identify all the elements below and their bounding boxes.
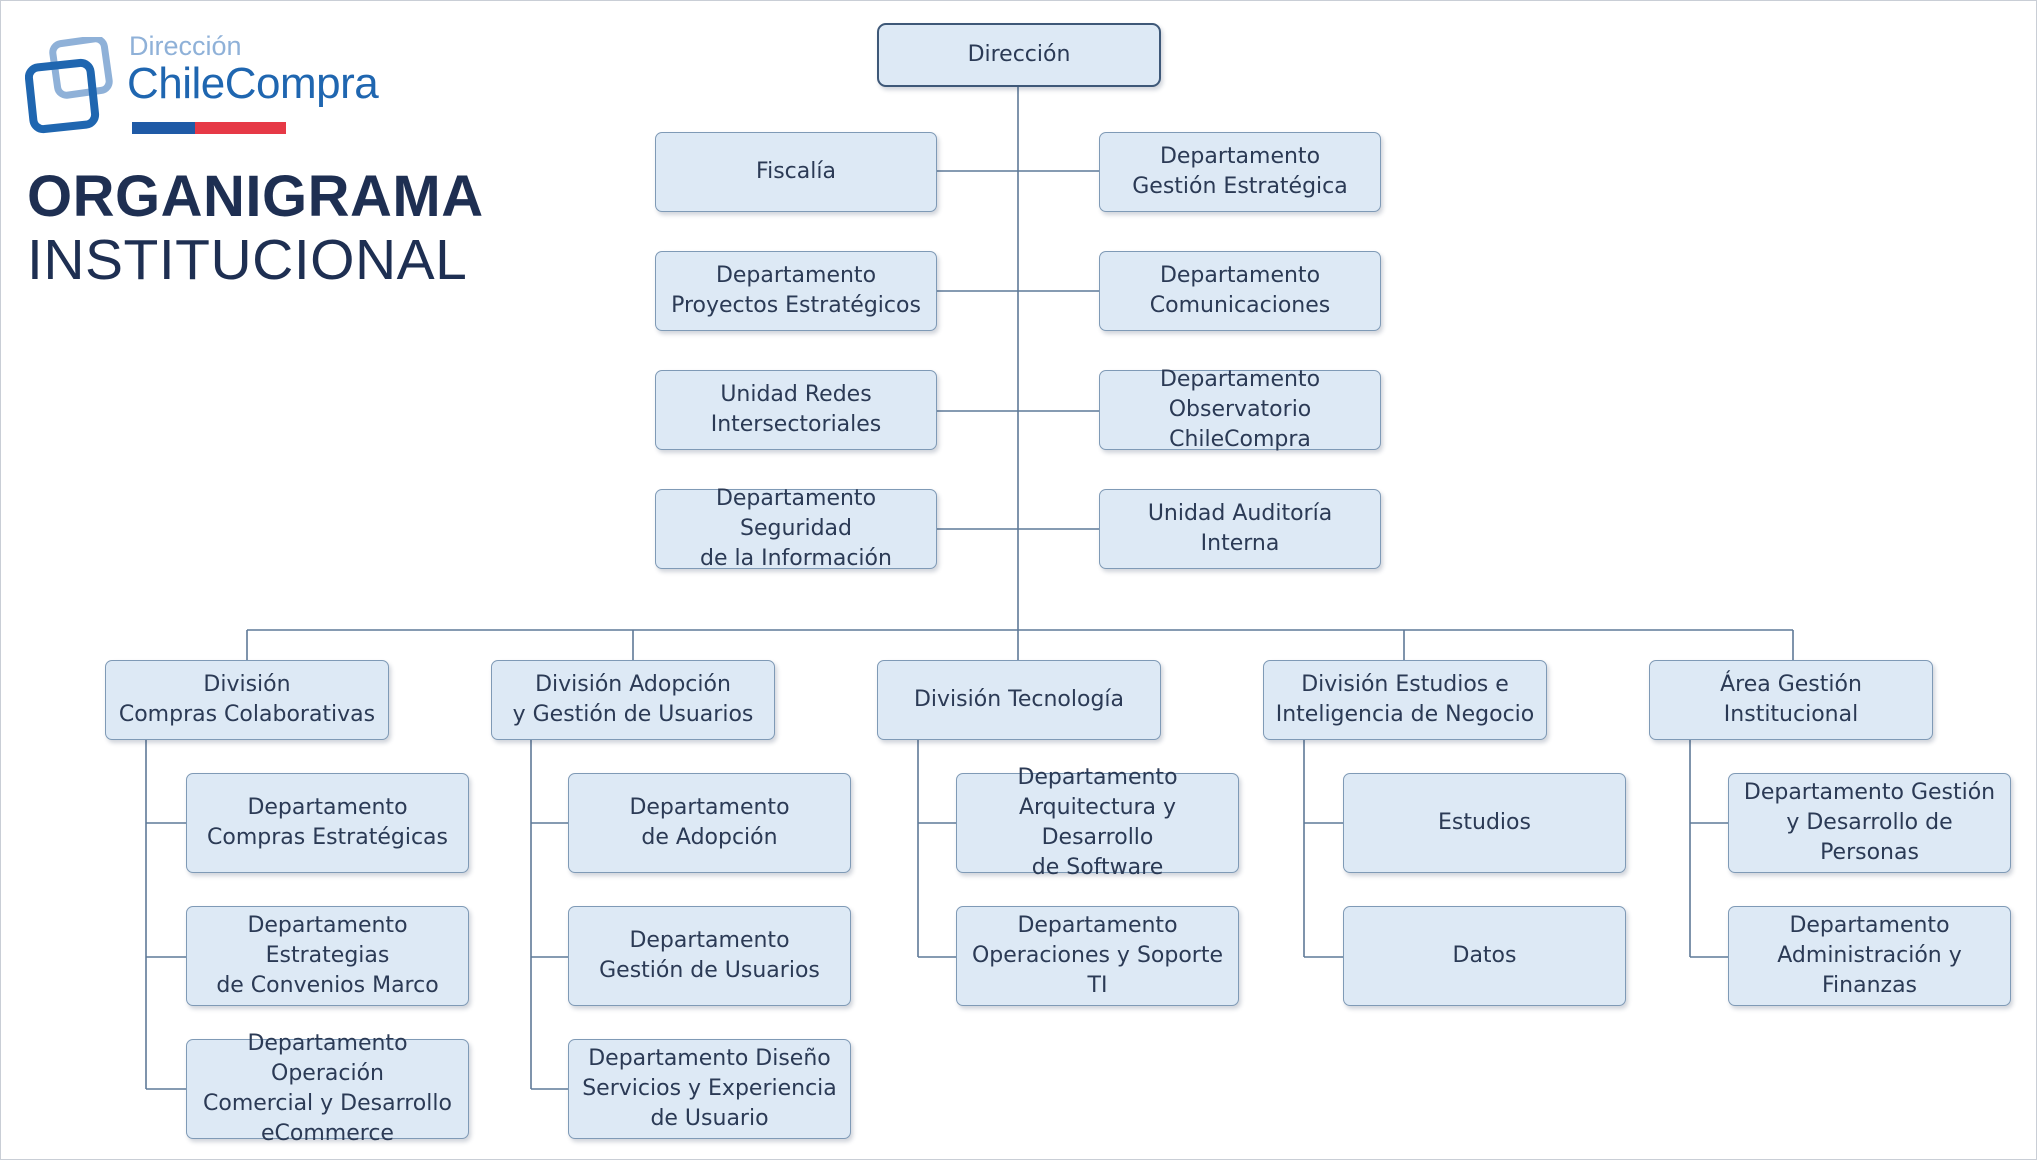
node-gestion-usuarios: Departamento Gestión de Usuarios xyxy=(568,906,851,1006)
node-label: Departamento Observatorio ChileCompra xyxy=(1159,367,1321,452)
node-compras-estrategicas: Departamento Compras Estratégicas xyxy=(186,773,469,873)
node-label: Departamento Proyectos Estratégicos xyxy=(671,263,921,318)
node-fiscalia: Fiscalía xyxy=(655,132,937,212)
node-label: Departamento Gestión y Desarrollo de Per… xyxy=(1743,780,1996,865)
node-label: Unidad Auditoría Interna xyxy=(1147,501,1333,556)
node-division-estudios: División Estudios e Inteligencia de Nego… xyxy=(1263,660,1547,740)
node-diseno-servicios: Departamento Diseño Servicios y Experien… xyxy=(568,1039,851,1139)
node-division-tecnologia: División Tecnología xyxy=(877,660,1161,740)
node-division-adopcion: División Adopción y Gestión de Usuarios xyxy=(491,660,775,740)
node-direccion: Dirección xyxy=(877,23,1161,87)
node-label: Departamento Diseño Servicios y Experien… xyxy=(582,1046,837,1131)
node-label: Departamento Compras Estratégicas xyxy=(207,795,448,850)
node-observatorio: Departamento Observatorio ChileCompra xyxy=(1099,367,1381,452)
node-estrategias-convenios-marco: Departamento Estrategias de Convenios Ma… xyxy=(186,906,469,1006)
node-label: Datos xyxy=(1452,943,1517,968)
heading-institucional: INSTITUCIONAL xyxy=(27,228,468,292)
node-label: División Estudios e Inteligencia de Nego… xyxy=(1275,672,1535,727)
node-label: Fiscalía xyxy=(756,159,836,184)
node-gestion-personas: Departamento Gestión y Desarrollo de Per… xyxy=(1728,773,2011,873)
node-estudios: Estudios xyxy=(1343,773,1626,873)
node-auditoria-interna: Unidad Auditoría Interna xyxy=(1099,489,1381,569)
node-label: Unidad Redes Intersectoriales xyxy=(710,382,882,437)
node-label: Departamento Gestión Estratégica xyxy=(1132,144,1348,199)
node-label: Departamento Arquitectura y Desarrollo d… xyxy=(1017,765,1178,880)
node-operaciones-soporte: Departamento Operaciones y Soporte TI xyxy=(956,906,1239,1006)
node-label: Área Gestión Institucional xyxy=(1720,672,1862,727)
logo-main-text: ChileCompra xyxy=(127,59,379,108)
node-operacion-comercial: Departamento Operación Comercial y Desar… xyxy=(186,1031,469,1146)
node-proyectos-estrategicos: Departamento Proyectos Estratégicos xyxy=(655,251,937,331)
node-comunicaciones: Departamento Comunicaciones xyxy=(1099,251,1381,331)
logo-top-text: Dirección xyxy=(129,31,242,61)
node-gestion-estrategica: Departamento Gestión Estratégica xyxy=(1099,132,1381,212)
node-division-compras-colaborativas: División Compras Colaborativas xyxy=(105,660,389,740)
node-label: Departamento Gestión de Usuarios xyxy=(599,928,820,983)
node-label: Estudios xyxy=(1438,810,1531,835)
node-label: División Compras Colaborativas xyxy=(118,672,376,727)
node-departamento-adopcion: Departamento de Adopción xyxy=(568,773,851,873)
node-label: Dirección xyxy=(967,42,1071,67)
node-label: División Adopción y Gestión de Usuarios xyxy=(512,672,754,727)
node-datos: Datos xyxy=(1343,906,1626,1006)
node-seguridad-informacion: Departamento Seguridad de la Información xyxy=(655,486,937,571)
node-area-gestion-institucional: Área Gestión Institucional xyxy=(1649,660,1933,740)
node-label: Departamento Seguridad de la Información xyxy=(700,486,892,571)
node-label: Departamento Operación Comercial y Desar… xyxy=(203,1031,452,1146)
node-arquitectura-desarrollo: Departamento Arquitectura y Desarrollo d… xyxy=(956,765,1239,880)
chilecompra-logo-icon xyxy=(25,37,113,134)
node-label: Departamento Comunicaciones xyxy=(1149,263,1331,318)
logo-flag-bar xyxy=(132,122,286,134)
node-label: División Tecnología xyxy=(913,687,1125,712)
logo-bar-red xyxy=(195,122,286,134)
node-administracion-finanzas: Departamento Administración y Finanzas xyxy=(1728,906,2011,1006)
logo-bar-blue xyxy=(132,122,195,134)
node-label: Departamento Operaciones y Soporte TI xyxy=(971,913,1223,998)
heading-organigrama: ORGANIGRAMA xyxy=(27,164,484,229)
node-label: Departamento de Adopción xyxy=(629,795,790,850)
node-label: Departamento Estrategias de Convenios Ma… xyxy=(216,913,439,998)
node-label: Departamento Administración y Finanzas xyxy=(1777,913,1962,998)
node-redes-intersectoriales: Unidad Redes Intersectoriales xyxy=(655,370,937,450)
